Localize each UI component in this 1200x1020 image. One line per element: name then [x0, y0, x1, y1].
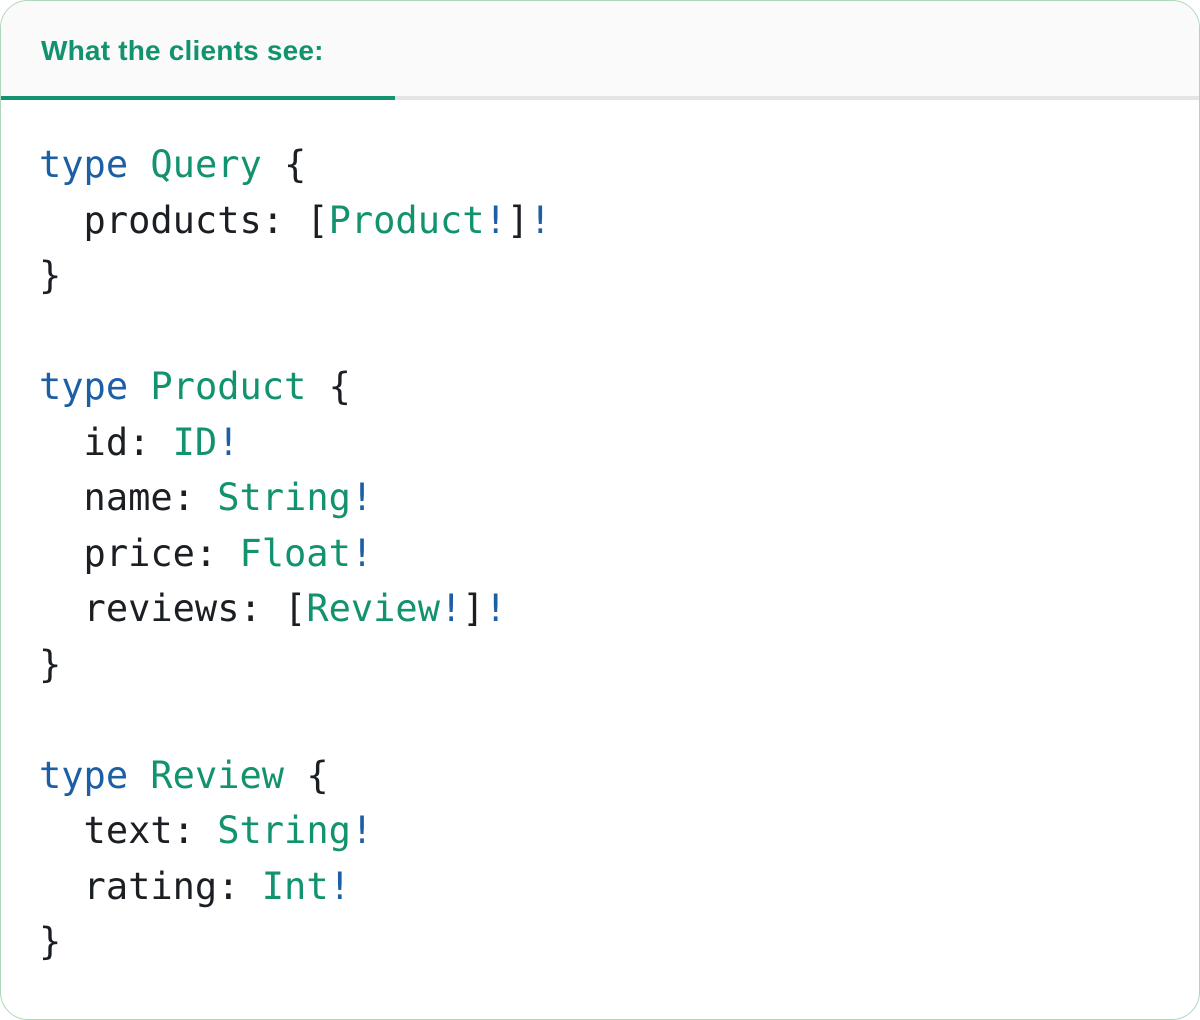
code-token: !: [350, 531, 374, 575]
code-token: {: [284, 753, 329, 797]
code-token: {: [261, 143, 307, 186]
code-token: reviews: [: [39, 587, 307, 630]
code-token: type: [39, 143, 151, 186]
code-token: }: [39, 920, 62, 963]
code-token: text:: [39, 809, 218, 852]
code-token: ]: [506, 198, 530, 242]
active-tab-underline: [1, 96, 395, 100]
code-line: reviews: [Review!]!: [39, 581, 1159, 637]
code-token: !: [350, 809, 374, 852]
code-token: !: [350, 476, 374, 519]
code-line: id: ID!: [39, 415, 1159, 471]
code-token: Review: [150, 753, 285, 797]
code-token: !: [484, 587, 507, 630]
code-token: ID: [172, 420, 218, 464]
code-line: price: Float!: [39, 526, 1159, 582]
tab-label: What the clients see:: [41, 34, 324, 66]
code-line: type Query {: [39, 137, 1159, 193]
code-line: [39, 304, 1159, 360]
code-token: !: [439, 587, 463, 630]
code-token: }: [39, 254, 62, 297]
code-token: Int: [261, 864, 329, 908]
code-token: Float: [239, 531, 351, 575]
code-token: !: [529, 198, 552, 242]
code-token: String: [217, 809, 351, 852]
code-token: Product: [150, 365, 307, 408]
code-token: rating:: [39, 864, 262, 908]
tab-what-clients-see[interactable]: What the clients see:: [1, 1, 395, 100]
code-token: {: [306, 365, 351, 408]
code-token: !: [484, 198, 507, 242]
code-line: type Product {: [39, 359, 1159, 415]
code-block-header: What the clients see:: [1, 1, 1199, 100]
code-line: [39, 692, 1159, 748]
code-token: type: [39, 753, 151, 797]
code-token: name:: [39, 476, 218, 519]
code-line: name: String!: [39, 470, 1159, 526]
code-token: !: [328, 864, 351, 908]
header-divider: [1, 96, 1199, 100]
code-token: products: [: [39, 198, 329, 242]
code-line: }: [39, 248, 1159, 304]
code-token: price:: [39, 531, 240, 575]
graphql-code: type Query { products: [Product!]!} type…: [1, 100, 1199, 970]
code-line: rating: Int!: [39, 859, 1159, 915]
code-line: }: [39, 914, 1159, 970]
code-token: id:: [39, 420, 173, 464]
code-token: String: [217, 476, 351, 519]
code-line: }: [39, 637, 1159, 693]
code-token: type: [39, 365, 151, 408]
code-token: }: [39, 642, 62, 686]
code-token: Review: [306, 587, 440, 630]
code-token: Query: [150, 143, 262, 186]
code-line: type Review {: [39, 748, 1159, 804]
code-line: text: String!: [39, 803, 1159, 859]
code-token: Product: [328, 198, 485, 242]
code-token: ]: [462, 587, 485, 630]
code-line: products: [Product!]!: [39, 193, 1159, 249]
code-token: !: [217, 420, 240, 464]
